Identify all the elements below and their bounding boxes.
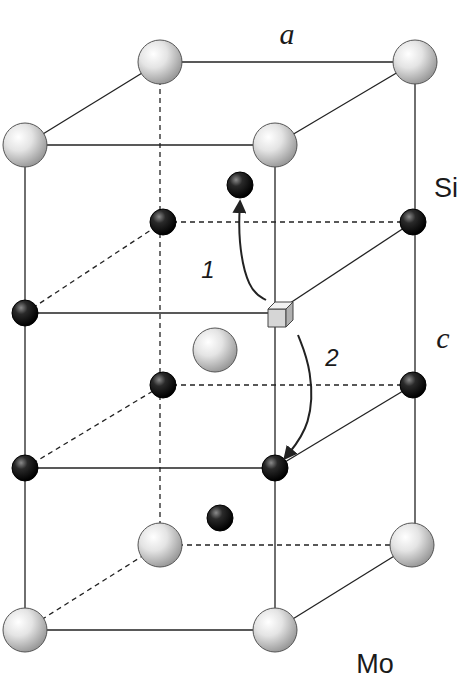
lattice-line — [24, 145, 25, 630]
lattice-line — [163, 221, 413, 222]
lattice-parameter: c — [436, 323, 449, 353]
lattice-line — [275, 385, 413, 468]
lattice-line — [414, 62, 415, 545]
lattice-line — [25, 62, 160, 145]
si-atom — [150, 209, 176, 235]
mo-atom — [3, 123, 47, 167]
lattice-line — [274, 145, 275, 630]
lattice-line — [160, 61, 415, 62]
lattice-line — [25, 385, 163, 468]
lattice-line — [275, 222, 413, 313]
mo-atom — [138, 523, 182, 567]
lattice-line — [275, 545, 412, 630]
vacancy-cube — [268, 302, 293, 327]
lattice-line — [25, 312, 275, 313]
lattice-line — [25, 467, 275, 468]
mo-atom — [253, 608, 297, 652]
si-atom — [400, 209, 426, 235]
si-atom — [150, 372, 176, 398]
mo-atom — [393, 40, 437, 84]
lattice-line — [275, 62, 415, 145]
jump-arrow — [285, 335, 311, 458]
lattice-line — [25, 222, 163, 313]
mo-atom — [253, 123, 297, 167]
lattice-line — [25, 629, 275, 630]
jump-arrow — [239, 202, 266, 300]
lattice-line — [25, 144, 275, 145]
si-atom — [400, 372, 426, 398]
callout-number: 1 — [201, 258, 214, 282]
si-atom — [207, 505, 233, 531]
mo-atom — [390, 523, 434, 567]
lattice-line — [163, 384, 413, 385]
si-atom — [12, 300, 38, 326]
mo-atom — [193, 328, 237, 372]
lattice-line — [25, 545, 160, 630]
callout-number: 2 — [325, 346, 338, 370]
element-label: Si — [434, 175, 458, 202]
si-atom — [12, 455, 38, 481]
element-label: Mo — [356, 651, 394, 678]
lattice-line — [159, 62, 160, 545]
mo-atom — [138, 40, 182, 84]
lattice-line — [160, 544, 412, 545]
lattice-parameter: a — [280, 19, 295, 49]
mo-atom — [3, 608, 47, 652]
si-atom — [227, 172, 253, 198]
si-atom — [262, 455, 288, 481]
